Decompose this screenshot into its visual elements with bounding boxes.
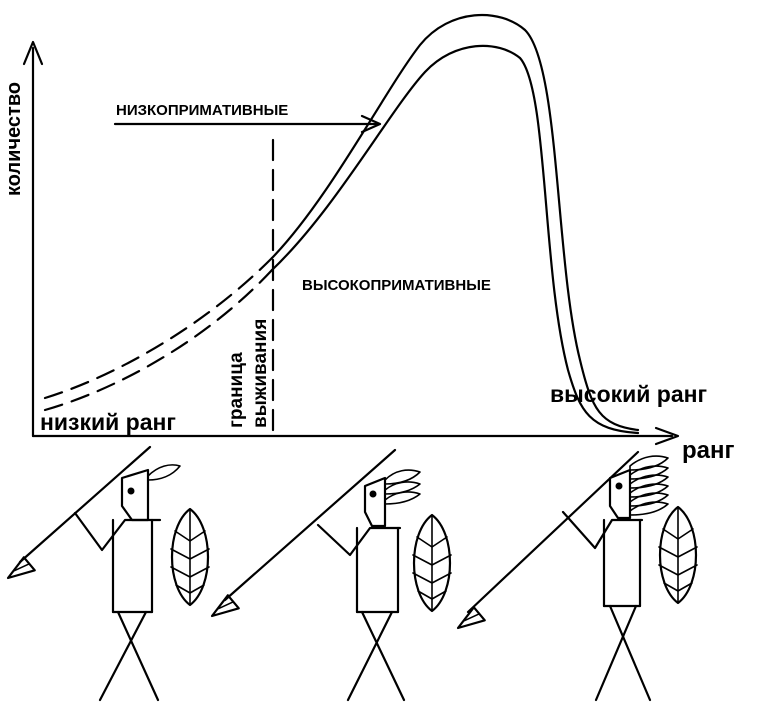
curve-dashed-part [43, 256, 274, 412]
y-axis-label: количество [3, 82, 25, 196]
survival-boundary-label-2: выживания [250, 319, 271, 428]
curve-solid-part [270, 13, 640, 435]
low-primative-arrow [113, 114, 382, 134]
y-axis [22, 40, 44, 438]
survival-boundary-label-1: граница [226, 352, 247, 428]
low-rank-label: низкий ранг [40, 409, 176, 435]
low-primative-label: НИЗКОПРИМАТИВНЫЕ [116, 102, 288, 119]
high-rank-label: высокий ранг [550, 381, 707, 407]
x-axis [31, 426, 680, 446]
x-axis-label: ранг [682, 437, 735, 464]
warrior-high-rank [456, 450, 699, 702]
warrior-middle-rank [210, 448, 453, 702]
high-primative-label: ВЫСОКОПРИМАТИВНЫЕ [302, 277, 491, 294]
warrior-low-rank [6, 445, 211, 702]
